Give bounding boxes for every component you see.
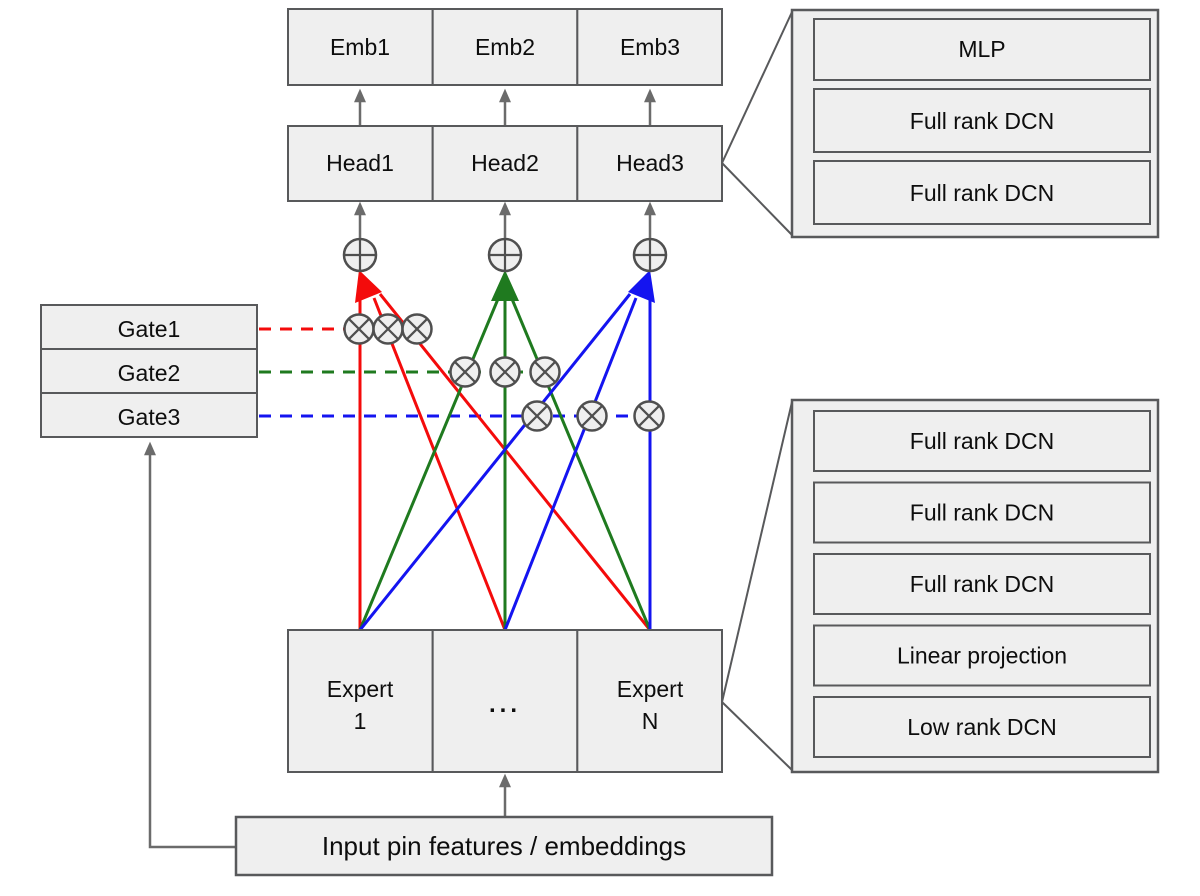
emb-box-1: Emb1 bbox=[287, 8, 434, 86]
plus-circle-icon bbox=[487, 237, 523, 273]
emb-box-2-label: Emb2 bbox=[475, 34, 535, 60]
gate-box-3: Gate3 bbox=[40, 392, 258, 438]
task1-expert-lines bbox=[358, 290, 652, 631]
head-detail-item-1-label: MLP bbox=[958, 36, 1005, 62]
head-box-2: Head2 bbox=[431, 125, 579, 202]
head-detail-item-2-label: Full rank DCN bbox=[910, 108, 1054, 134]
expert-detail-item-4-label: Linear projection bbox=[897, 643, 1067, 669]
task1-arrowhead-icon bbox=[355, 270, 382, 303]
gate-box-1: Gate1 bbox=[40, 304, 258, 350]
gate-box-2: Gate2 bbox=[40, 348, 258, 394]
gate3-weight-nodes bbox=[521, 400, 665, 432]
task2-arrowhead-icon bbox=[491, 270, 519, 301]
expert-row: Expert 1 ... Expert N bbox=[287, 629, 724, 773]
gate-box-3-label: Gate3 bbox=[118, 404, 181, 430]
times-circle-icon bbox=[521, 400, 553, 432]
expert-detail-item-5-label: Low rank DCN bbox=[907, 714, 1057, 740]
gates-stack: Gate1 Gate2 Gate3 bbox=[40, 304, 258, 438]
emb-row: Emb1 Emb2 Emb3 bbox=[287, 8, 724, 86]
input-box-label: Input pin features / embeddings bbox=[322, 831, 686, 861]
head-detail-item-3: Full rank DCN bbox=[813, 160, 1151, 225]
head-detail-callout bbox=[721, 11, 793, 236]
times-circle-icon bbox=[449, 356, 481, 388]
head-box-1-label: Head1 bbox=[326, 150, 394, 176]
times-circle-icon bbox=[343, 313, 375, 345]
expert-detail-item-1: Full rank DCN bbox=[813, 410, 1151, 472]
times-circle-icon bbox=[489, 356, 521, 388]
input-to-gates-arrow bbox=[143, 441, 236, 849]
head-detail-item-3-label: Full rank DCN bbox=[910, 180, 1054, 206]
gate-box-2-label: Gate2 bbox=[118, 360, 181, 386]
gate-box-1-label: Gate1 bbox=[118, 316, 181, 342]
head-box-3-label: Head3 bbox=[616, 150, 684, 176]
times-circle-icon bbox=[576, 400, 608, 432]
expert-detail-item-3: Full rank DCN bbox=[813, 553, 1151, 615]
task2-expert-lines bbox=[358, 290, 652, 631]
emb-box-2: Emb2 bbox=[431, 8, 579, 86]
emb-box-3-label: Emb3 bbox=[620, 34, 680, 60]
expert-detail-item-3-label: Full rank DCN bbox=[910, 571, 1054, 597]
head-detail-item-2: Full rank DCN bbox=[813, 88, 1151, 153]
head-detail-box: MLP Full rank DCN Full rank DCN bbox=[790, 8, 1160, 239]
head-to-emb-arrows bbox=[353, 88, 656, 125]
expert-box-1-label-line2: 1 bbox=[354, 708, 367, 734]
plus-circle-icon bbox=[342, 237, 378, 273]
expert-detail-callout bbox=[721, 401, 793, 771]
head-box-2-label: Head2 bbox=[471, 150, 539, 176]
head-box-3: Head3 bbox=[576, 125, 724, 202]
expert-box-n: Expert N bbox=[576, 629, 724, 773]
times-circle-icon bbox=[401, 313, 433, 345]
expert-box-n-label-line2: N bbox=[642, 708, 659, 734]
times-circle-icon bbox=[372, 313, 404, 345]
gate1-weight-nodes bbox=[343, 313, 433, 345]
task3-expert-lines bbox=[358, 290, 652, 631]
gate2-weight-nodes bbox=[449, 356, 561, 388]
expert-box-n-label-line1: Expert bbox=[617, 676, 684, 702]
expert-ellipsis-label: ... bbox=[489, 691, 521, 718]
expert-box-ellipsis: ... bbox=[431, 629, 579, 773]
expert-detail-box: Full rank DCN Full rank DCN Full rank DC… bbox=[790, 398, 1160, 774]
sum-to-head-arrows bbox=[353, 201, 656, 238]
head-detail-item-1: MLP bbox=[813, 18, 1151, 81]
expert-box-1: Expert 1 bbox=[287, 629, 434, 773]
emb-box-3: Emb3 bbox=[576, 8, 724, 86]
times-circle-icon bbox=[633, 400, 665, 432]
emb-box-1-label: Emb1 bbox=[330, 34, 390, 60]
head-box-1: Head1 bbox=[287, 125, 434, 202]
expert-detail-item-2: Full rank DCN bbox=[813, 481, 1151, 544]
expert-detail-item-1-label: Full rank DCN bbox=[910, 428, 1054, 454]
sum-nodes bbox=[342, 237, 668, 273]
input-box: Input pin features / embeddings bbox=[234, 815, 774, 877]
expert-detail-item-4: Linear projection bbox=[813, 624, 1151, 687]
expert-detail-item-2-label: Full rank DCN bbox=[910, 500, 1054, 526]
times-circle-icon bbox=[529, 356, 561, 388]
expert-box-1-label-line1: Expert bbox=[327, 676, 394, 702]
task3-arrowhead-icon bbox=[628, 270, 655, 303]
plus-circle-icon bbox=[632, 237, 668, 273]
head-row: Head1 Head2 Head3 bbox=[287, 125, 724, 202]
expert-detail-item-5: Low rank DCN bbox=[813, 696, 1151, 758]
